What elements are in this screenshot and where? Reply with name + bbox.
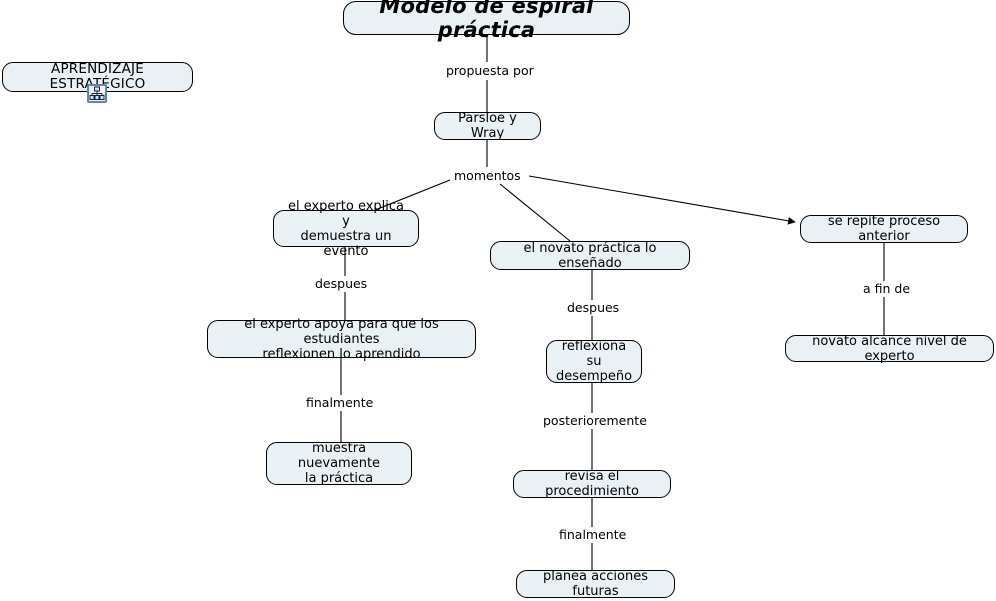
link-label-despues-izquierda[interactable]: despues <box>313 276 370 291</box>
node-muestra-nuevamente-la-practica[interactable]: muestra nuevamente la práctica <box>266 441 412 486</box>
node-title-modelo-espiral-practica[interactable]: Modelo de espiral práctica <box>343 0 630 42</box>
link-label-momentos[interactable]: momentos <box>452 168 523 183</box>
link-label-propuesta-por[interactable]: propuesta por <box>444 63 536 78</box>
node-revisa-el-procedimiento[interactable]: revisa el procedimiento <box>513 469 671 499</box>
node-reflexiona-su-desempeno[interactable]: reflexiona su desempeño <box>546 339 642 384</box>
node-parsloe-y-wray[interactable]: Parsloe y Wray <box>434 111 541 141</box>
node-se-repite-proceso-anterior[interactable]: se repite proceso anterior <box>800 214 968 244</box>
link-label-finalmente-centro[interactable]: finalmente <box>557 527 629 542</box>
concept-map-resource-icon[interactable] <box>87 84 107 103</box>
node-planea-acciones-futuras[interactable]: planea acciones futuras <box>516 569 675 599</box>
node-novato-alcance-nivel-de-experto[interactable]: novato alcance nivel de experto <box>785 334 994 364</box>
link-label-posterioremente[interactable]: posterioremente <box>541 413 649 428</box>
edge-momentos-to-se-repite <box>528 175 796 225</box>
node-el-experto-explica-y-demuestra-un-evento[interactable]: el experto explica y demuestra un evento <box>273 199 419 259</box>
edge-momentos-to-novato-practica <box>499 183 571 242</box>
link-label-a-fin-de[interactable]: a fin de <box>861 281 913 296</box>
node-el-novato-practica-lo-ensenado[interactable]: el novato práctica lo enseñado <box>490 241 690 271</box>
node-el-experto-apoya-reflexionen-lo-aprendido[interactable]: el experto apoya para que los estudiante… <box>207 317 476 362</box>
link-label-finalmente-izquierda[interactable]: finalmente <box>304 395 376 410</box>
link-label-despues-centro[interactable]: despues <box>565 300 622 315</box>
